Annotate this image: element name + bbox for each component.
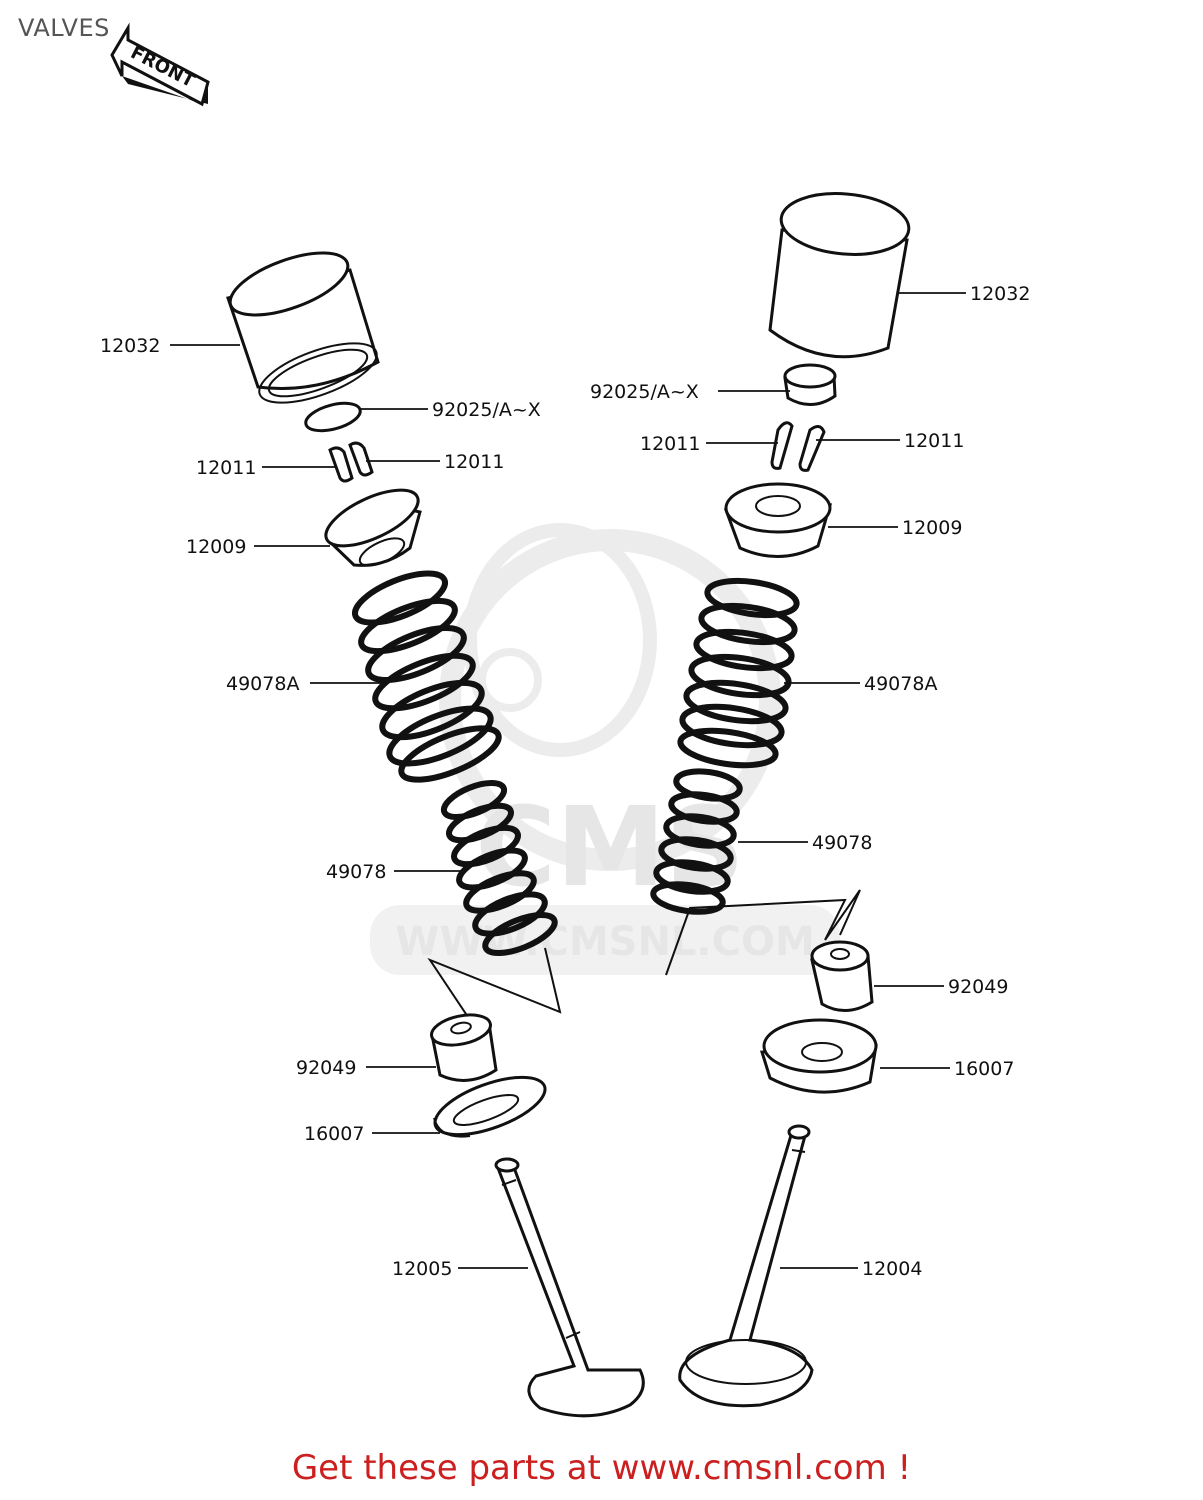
- left-stem-seal: [430, 1013, 498, 1082]
- callout-left-retainer: 12009: [186, 536, 246, 558]
- callout-right-stem-seal: 92049: [948, 976, 1008, 998]
- leader-lines: [170, 292, 966, 1269]
- watermark-url: WWW.CMSNL.COM: [395, 919, 815, 965]
- callout-left-spring-seat: 16007: [304, 1123, 364, 1145]
- callout-right-shim: 92025/A~X: [590, 381, 699, 403]
- callout-left-outer-spring: 49078A: [226, 673, 299, 695]
- right-outer-spring: [677, 577, 800, 769]
- left-inner-spring: [440, 780, 558, 956]
- right-spring-retainer: [723, 482, 833, 558]
- right-valve-assembly: [650, 192, 911, 1408]
- left-tappet: [226, 251, 380, 404]
- page-title: VALVES: [18, 14, 110, 42]
- callout-right-inner-spring: 49078: [812, 832, 872, 854]
- right-inner-spring: [650, 768, 743, 915]
- front-arrow: FRONT: [110, 22, 210, 107]
- left-cotter-b: [348, 441, 374, 477]
- left-cotter-a: [328, 446, 354, 483]
- callout-right-spring-seat: 16007: [954, 1058, 1014, 1080]
- left-spring-retainer: [324, 488, 422, 567]
- right-spring-seat: [760, 1018, 878, 1094]
- callout-right-tappet: 12032: [970, 283, 1030, 305]
- callout-right-retainer: 12009: [902, 517, 962, 539]
- right-valve: [678, 1124, 814, 1408]
- right-shim: [783, 363, 837, 406]
- callout-left-stem-seal: 92049: [296, 1057, 356, 1079]
- callout-labels: 12032 92025/A~X 12011 12011 12009 49078A…: [100, 283, 1030, 1280]
- callout-left-cotter-b: 12011: [444, 451, 504, 473]
- right-assembly-link: [665, 889, 861, 976]
- left-spring-seat: [433, 1075, 547, 1138]
- callout-right-outer-spring: 49078A: [864, 673, 937, 695]
- left-assembly-link: [427, 947, 562, 1021]
- callout-left-inner-spring: 49078: [326, 861, 386, 883]
- right-stem-seal: [810, 940, 874, 1012]
- callout-left-cotter-a: 12011: [196, 457, 256, 479]
- callout-right-cotter-b: 12011: [904, 430, 964, 452]
- callout-left-valve: 12005: [392, 1258, 452, 1280]
- footer-link[interactable]: Get these parts at www.cmsnl.com !: [291, 1448, 912, 1488]
- left-shim: [304, 401, 362, 433]
- callout-left-shim: 92025/A~X: [432, 399, 541, 421]
- left-valve: [494, 1157, 645, 1418]
- callout-right-valve: 12004: [862, 1258, 922, 1280]
- right-cotter-a: [770, 421, 794, 470]
- callout-left-tappet: 12032: [100, 335, 160, 357]
- right-cotter-b: [798, 425, 826, 472]
- right-tappet: [768, 192, 911, 359]
- callout-right-cotter-a: 12011: [640, 433, 700, 455]
- left-valve-assembly: [226, 251, 645, 1418]
- left-outer-spring: [351, 570, 502, 783]
